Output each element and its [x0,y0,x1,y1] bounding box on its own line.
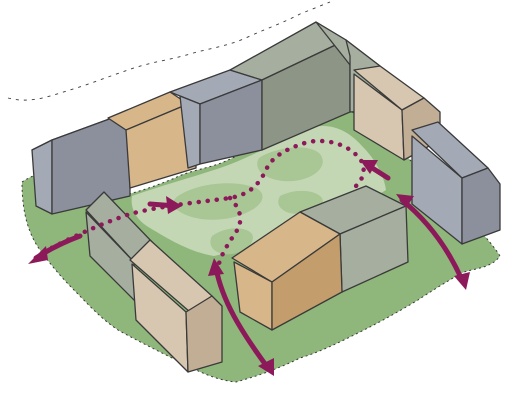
courtyard-planting [210,228,253,255]
building-block-west [85,191,223,373]
exit-arrow-southeast [396,194,470,290]
courtyard-planting [257,147,323,182]
building-block-south [231,185,409,331]
building-block-north [31,21,351,215]
building-block-east [315,21,501,245]
entry-arrow-east [360,160,391,181]
surrounding-trees [7,1,331,101]
exit-arrow-west [28,233,83,264]
dotted-route [215,195,243,271]
exit-arrow-south [208,258,274,376]
entry-arrow-west [147,196,182,214]
